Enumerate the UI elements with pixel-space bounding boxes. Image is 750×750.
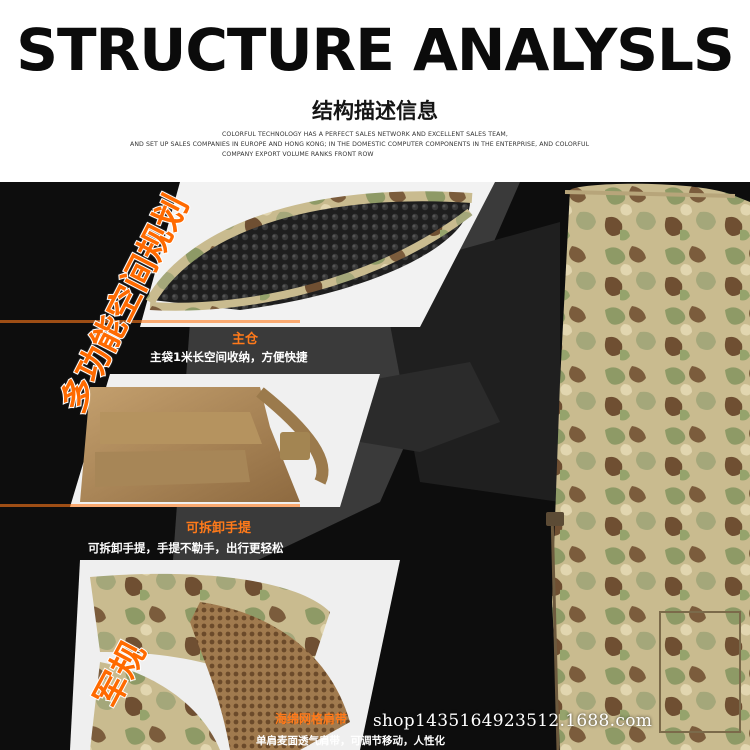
product-photos [0, 182, 750, 750]
shop-watermark: shop1435164923512.1688.com [373, 711, 653, 731]
photo-main-compartment [140, 182, 495, 327]
page-subtitle: 结构描述信息 [312, 99, 438, 123]
feature-desc-main-compartment: 主袋1米长空间收纳，方便快捷 [150, 350, 308, 364]
feature-desc-handle: 可拆卸手提，手提不勒手，出行更轻松 [88, 541, 284, 555]
blurb-line-2: AND SET UP SALES COMPANIES IN EUROPE AND… [130, 141, 590, 148]
blurb-line-1: COLORFUL TECHNOLOGY HAS A PERFECT SALES … [222, 131, 508, 138]
feature-title-strap: 海绵网格肩带 [275, 712, 348, 726]
feature-title-main-compartment: 主仓 [232, 332, 259, 347]
photo-detachable-handle [70, 374, 380, 507]
feature-desc-strap: 单肩麦面透气肩带，可调节移动，人性化 [256, 735, 445, 747]
page-headline: STRUCTURE ANALYSLS [16, 16, 735, 84]
blurb-line-3: COMPANY EXPORT VOLUME RANKS FRONT ROW [222, 151, 374, 158]
header-blurb: COLORFUL TECHNOLOGY HAS A PERFECT SALES … [130, 130, 620, 160]
photo-full-bag [546, 183, 750, 750]
feature-title-handle: 可拆卸手提 [186, 521, 252, 536]
photo-shoulder-strap [70, 560, 400, 750]
header-section: STRUCTURE ANALYSLS 结构描述信息 COLORFUL TECHN… [0, 0, 750, 182]
product-showcase: 多功能空间规划 军规 主仓 主袋1米长空间收纳，方便快捷 可拆卸手提 可拆卸手提… [0, 182, 750, 750]
